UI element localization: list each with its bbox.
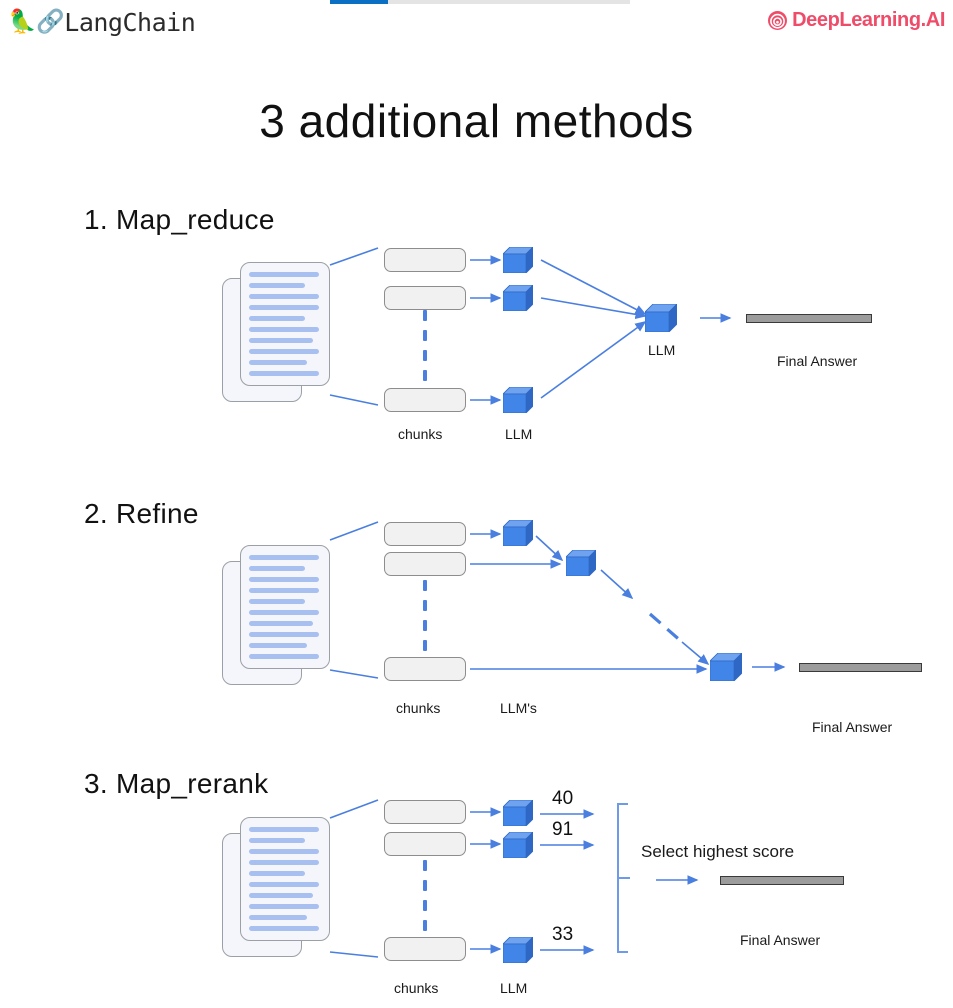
llm-cube <box>565 549 597 577</box>
llm-cube <box>502 284 534 312</box>
document-card-front <box>240 545 330 669</box>
chunk-box <box>384 248 466 272</box>
llms-label: LLM's <box>500 700 537 716</box>
llm-label-left: LLM <box>505 426 533 442</box>
score-value: 40 <box>552 788 574 809</box>
chunk-box <box>384 286 466 310</box>
refine-connectors <box>329 521 786 679</box>
llm-label: LLM <box>500 980 528 996</box>
section-title-refine: 2. Refine <box>84 498 199 529</box>
llm-cube <box>502 799 534 827</box>
chunks-ellipsis-dashes <box>423 580 427 660</box>
map-rerank-connectors <box>329 799 699 958</box>
chunks-ellipsis-dashes <box>423 860 427 940</box>
page-title: 3 additional methods <box>259 95 694 147</box>
section-title-map-rerank: 3. Map_rerank <box>84 768 269 799</box>
llm-cube-final <box>709 652 743 682</box>
chunks-label: chunks <box>394 980 439 996</box>
document-stack <box>222 262 330 402</box>
final-answer-bar <box>746 314 872 323</box>
section-title-map-reduce: 1. Map_reduce <box>84 204 275 235</box>
final-answer-label: Final Answer <box>740 932 821 948</box>
score-value: 33 <box>552 924 574 945</box>
final-answer-bar <box>799 663 922 672</box>
spiral-icon <box>768 11 788 30</box>
llm-cube <box>502 831 534 859</box>
progress-bar-track <box>330 0 630 4</box>
llm-cube <box>502 386 534 414</box>
page-header: 🦜 🔗 LangChain DeepLearning.AI <box>0 0 953 46</box>
llm-cube <box>502 246 534 274</box>
progress-bar-fill <box>330 0 388 4</box>
section-refine: 2. Refine <box>0 480 953 750</box>
llm-cube-reduce <box>644 303 678 333</box>
deeplearning-wordmark: DeepLearning.AI <box>792 9 945 31</box>
chunk-box <box>384 552 466 576</box>
langchain-wordmark: LangChain <box>64 8 196 37</box>
select-highest-score-label: Select highest score <box>641 842 795 861</box>
llm-cube <box>502 519 534 547</box>
langchain-logo: 🦜 🔗 LangChain <box>8 8 196 37</box>
chunk-box <box>384 937 466 961</box>
chunk-box <box>384 832 466 856</box>
llm-label-center: LLM <box>648 342 676 358</box>
deeplearning-ai-logo: DeepLearning.AI <box>767 9 945 32</box>
document-card-front <box>240 817 330 941</box>
chunks-label: chunks <box>396 700 441 716</box>
score-value: 91 <box>552 819 574 840</box>
document-stack <box>222 545 330 685</box>
final-answer-label: Final Answer <box>812 719 893 735</box>
section-map-reduce: 1. Map_reduce <box>0 190 953 460</box>
link-icon: 🔗 <box>36 9 65 35</box>
chunks-ellipsis-dashes <box>423 310 427 390</box>
final-answer-bar <box>720 876 844 885</box>
document-card-front <box>240 262 330 386</box>
document-stack <box>222 817 330 957</box>
llm-cube <box>502 936 534 964</box>
chunk-box <box>384 388 466 412</box>
chunk-box <box>384 657 466 681</box>
chunks-label: chunks <box>398 426 443 442</box>
chunk-box <box>384 522 466 546</box>
parrot-icon: 🦜 <box>8 9 37 35</box>
map-reduce-connectors <box>329 247 732 406</box>
chunk-box <box>384 800 466 824</box>
final-answer-label: Final Answer <box>777 353 858 369</box>
section-map-rerank: 3. Map_rerank <box>0 752 953 1008</box>
